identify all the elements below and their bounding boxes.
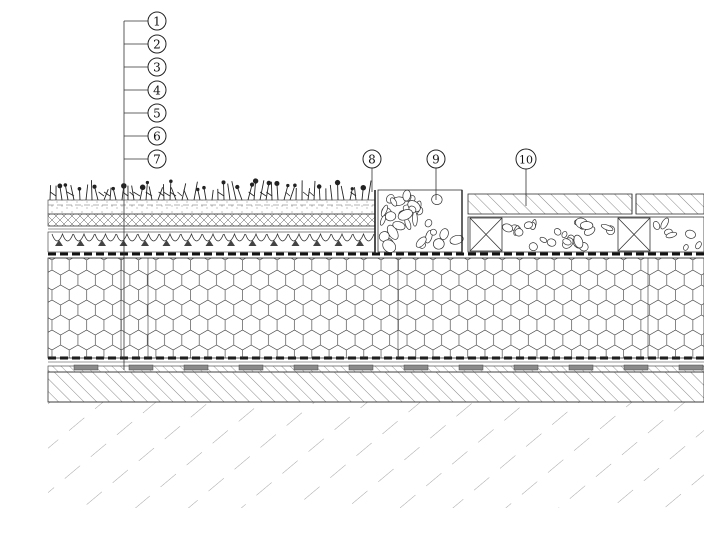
soil-layer: [48, 401, 704, 508]
concrete-slab: [47, 365, 704, 403]
callout-4: 4: [147, 80, 167, 100]
svg-text:7: 7: [153, 153, 161, 167]
pedestal: [469, 217, 503, 252]
lower-membrane: [48, 356, 704, 363]
callout-10: 10: [515, 148, 537, 170]
callout-6: 6: [147, 126, 167, 146]
callout-7: 7: [147, 149, 167, 169]
svg-text:3: 3: [153, 61, 161, 75]
svg-text:5: 5: [153, 107, 161, 121]
callout-1: 1: [147, 11, 167, 31]
bearing-pads: [73, 364, 704, 371]
svg-text:9: 9: [432, 153, 440, 167]
callout-2: 2: [147, 34, 167, 54]
callout-8: 8: [362, 149, 382, 169]
svg-text:8: 8: [368, 153, 376, 167]
drainage-element: [51, 232, 375, 246]
callout-3: 3: [147, 57, 167, 77]
paving-slab: [635, 193, 704, 215]
leader-lines: [123, 20, 527, 370]
pedestal: [617, 217, 651, 252]
gravel-strip: [377, 189, 464, 254]
svg-text:2: 2: [153, 38, 161, 52]
svg-text:10: 10: [519, 154, 533, 167]
svg-text:4: 4: [153, 84, 161, 98]
callout-9: 9: [426, 149, 446, 169]
upper-membrane: [48, 252, 704, 259]
vegetation-layer: [49, 178, 372, 201]
svg-text:6: 6: [153, 130, 161, 144]
paving-slab: [467, 193, 633, 215]
green-roof-buildup: [47, 178, 376, 254]
callout-5: 5: [147, 103, 167, 123]
insulation-layer: [47, 257, 704, 359]
paving-system: [467, 193, 704, 253]
svg-text:1: 1: [153, 15, 161, 29]
